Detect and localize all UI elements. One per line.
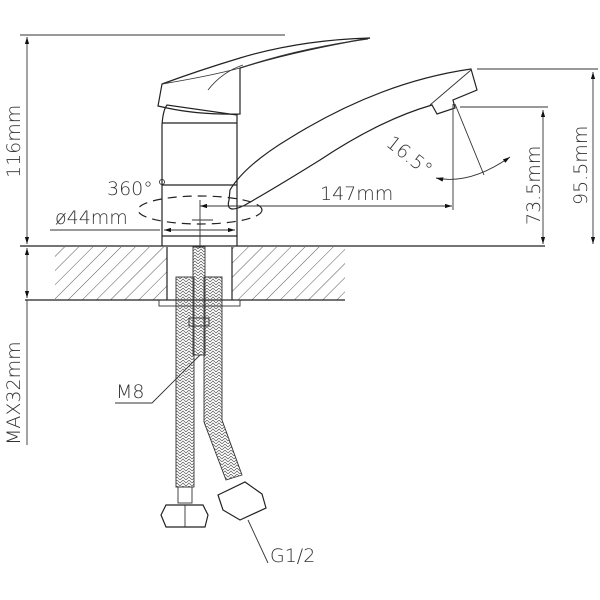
label-outlet-height: 73.5mm xyxy=(523,146,545,225)
dim-outlet-angle xyxy=(435,156,511,182)
label-body-diameter: ø44mm xyxy=(55,207,128,229)
m8-stud xyxy=(188,246,210,356)
leader-g12 xyxy=(247,519,269,564)
label-hose-connection: G1/2 xyxy=(270,545,315,567)
hose-left xyxy=(160,276,209,528)
leader-m8 xyxy=(115,354,201,404)
label-spout-top-height: 95.5mm xyxy=(570,126,592,205)
faucet-body xyxy=(161,104,238,246)
dim-total-height xyxy=(20,34,285,244)
label-spout-reach: 147mm xyxy=(320,183,393,205)
lever-handle xyxy=(157,37,371,115)
label-max-thickness: MAX32mm xyxy=(3,341,25,445)
label-stud-thread: M8 xyxy=(116,381,144,403)
rotation-marker xyxy=(159,179,165,185)
label-rotation: 360° xyxy=(107,178,153,200)
hose-right xyxy=(203,276,267,521)
outlet-angle-line xyxy=(454,103,485,176)
label-outlet-angle: 16.5° xyxy=(382,132,436,181)
countertop xyxy=(20,245,545,301)
label-total-height: 116mm xyxy=(3,105,25,178)
